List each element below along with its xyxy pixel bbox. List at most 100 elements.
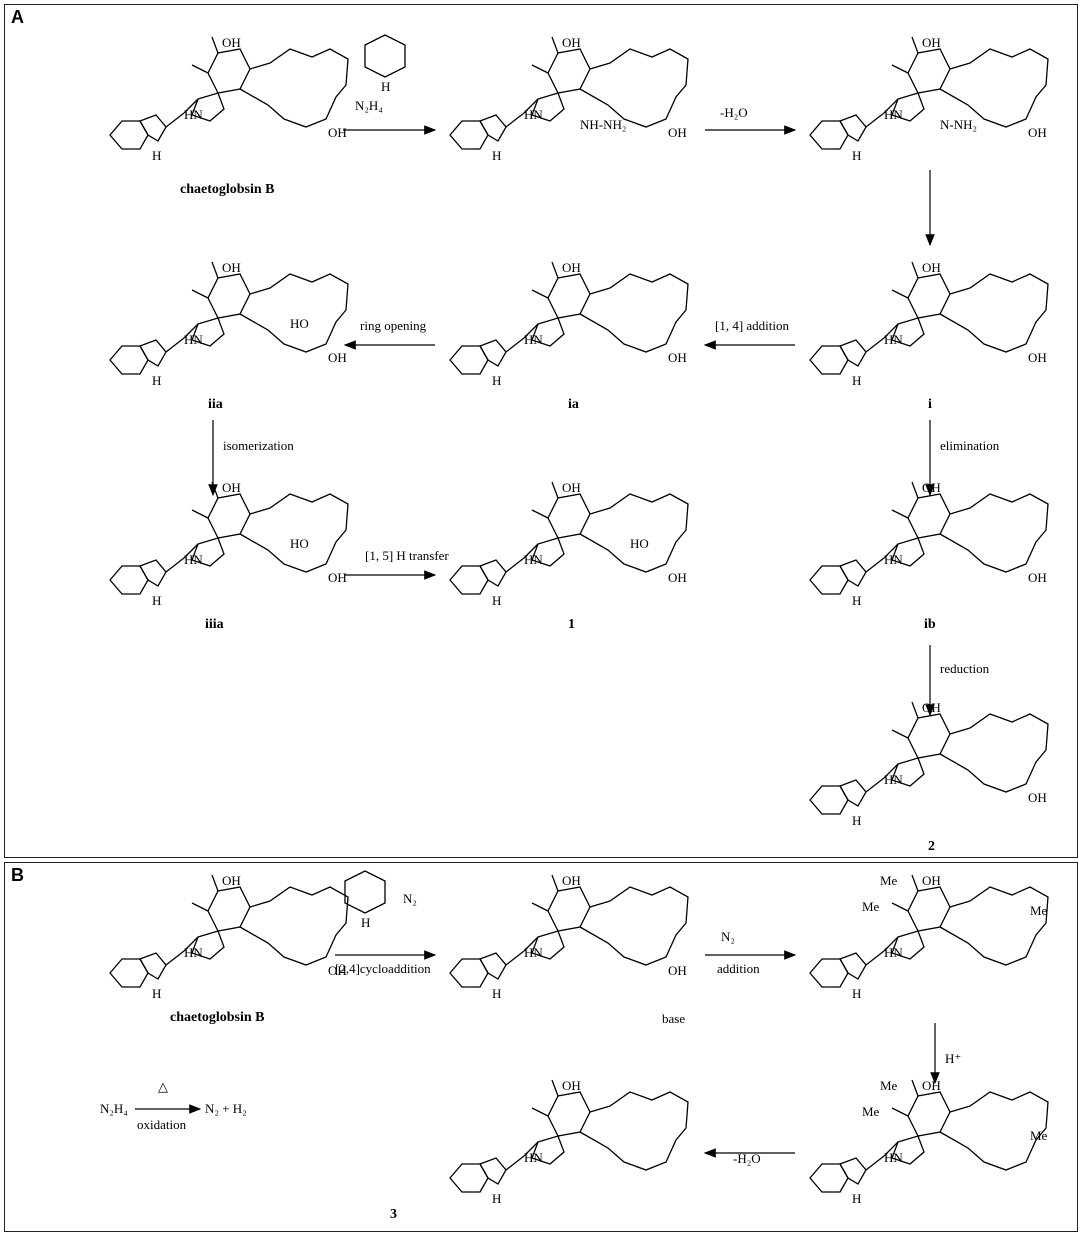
svg-text:HN: HN (524, 332, 543, 347)
svg-text:OH: OH (328, 350, 347, 365)
compound-ib: OH HN H OH ib (809, 480, 1049, 632)
svg-text:HN: HN (524, 107, 543, 122)
svg-text:OH: OH (922, 260, 941, 275)
panel-a: A (4, 4, 1078, 858)
compound-iiia: OH HN H OH HO iiia (109, 480, 349, 632)
compound-1: OH HN H OH HO 1 (449, 480, 689, 632)
cond-reduction: reduction (940, 661, 990, 676)
svg-text:HN: HN (524, 552, 543, 567)
compound-chaetoglobsin-b-b: OH HN H OH chaetoglobsin B (109, 873, 349, 1025)
svg-text:Me: Me (862, 899, 880, 914)
cond-elimination: elimination (940, 438, 1000, 453)
panel-b-label: B (11, 865, 24, 885)
svg-text:HN: HN (524, 1150, 543, 1165)
svg-text:Me: Me (1030, 903, 1048, 918)
svg-text:Me: Me (880, 1078, 898, 1093)
svg-text:OH: OH (1028, 570, 1047, 585)
svg-text:HN: HN (184, 552, 203, 567)
compound-label-ib: ib (924, 617, 936, 632)
compound-3: OH HN H 3 (390, 1078, 689, 1222)
svg-text:H: H (492, 148, 501, 163)
panel-a-scheme: OH HN H OH chaetoglobsin B H N₂H₄ OH HN … (109, 34, 1049, 854)
compound-label-3: 3 (390, 1207, 397, 1222)
svg-text:HO: HO (630, 536, 649, 551)
compound-label-iia: iia (208, 397, 223, 412)
cond-h-transfer: [1, 5] H transfer (365, 548, 449, 563)
cond-ring-opening: ring opening (360, 318, 427, 333)
svg-text:H: H (152, 373, 161, 388)
svg-text:Me: Me (1030, 1128, 1048, 1143)
compound-i: OH HN H OH i (809, 260, 1049, 412)
svg-text:HN: HN (184, 945, 203, 960)
compound-label-i: i (928, 397, 932, 412)
svg-text:HN: HN (884, 332, 903, 347)
svg-text:OH: OH (222, 260, 241, 275)
compound-2: OH HN H OH 2 (809, 700, 1049, 854)
compound-hydrazone: OH HN H OH N-NH₂ (809, 35, 1049, 163)
svg-text:Me: Me (862, 1104, 880, 1119)
reagent-n2-addition: N₂ (721, 929, 735, 944)
svg-text:OH: OH (562, 1078, 581, 1093)
svg-text:H: H (361, 915, 370, 930)
svg-text:OH: OH (328, 570, 347, 585)
compound-protonated: OH HN H Me Me Me (809, 1078, 1049, 1206)
compound-label-iiia: iiia (205, 617, 224, 632)
oxidation-label: oxidation (137, 1117, 187, 1132)
svg-text:OH: OH (562, 35, 581, 50)
svg-text:H: H (492, 593, 501, 608)
compound-name: chaetoglobsin B (180, 182, 275, 197)
hn-label: HN (184, 107, 203, 122)
compound-name-b: chaetoglobsin B (170, 1010, 265, 1025)
svg-text:H: H (852, 373, 861, 388)
reagent-n2: N₂ (403, 891, 417, 906)
svg-text:HN: HN (884, 107, 903, 122)
indole-nh-label: H (152, 148, 161, 163)
svg-text:HO: HO (290, 536, 309, 551)
svg-text:OH: OH (922, 873, 941, 888)
svg-text:H: H (492, 373, 501, 388)
svg-text:H: H (152, 593, 161, 608)
oh-label-2: OH (328, 125, 347, 140)
svg-text:H: H (492, 1191, 501, 1206)
svg-text:HN: HN (884, 945, 903, 960)
compound-label-2: 2 (928, 839, 935, 854)
compound-iia: OH HN H OH HO iia (109, 260, 349, 412)
svg-text:OH: OH (668, 125, 687, 140)
reagent-proton: H⁺ (945, 1051, 961, 1066)
cond-dehydration: -H₂O (720, 105, 748, 120)
svg-text:OH: OH (922, 35, 941, 50)
svg-text:OH: OH (668, 963, 687, 978)
svg-text:OH: OH (922, 480, 941, 495)
compound-ia: OH HN H OH ia (449, 260, 689, 412)
svg-text:OH: OH (222, 873, 241, 888)
compound-label-1: 1 (568, 617, 575, 632)
svg-text:OH: OH (668, 350, 687, 365)
panel-b-scheme: OH HN H OH chaetoglobsin B H N₂ [2,4]cyc… (100, 870, 1049, 1222)
svg-text:OH: OH (668, 570, 687, 585)
oxidation-lhs: N₂H₄ (100, 1101, 128, 1116)
svg-text:H: H (852, 593, 861, 608)
oxidation-rhs: N₂ + H₂ (205, 1101, 247, 1116)
svg-text:OH: OH (922, 700, 941, 715)
svg-text:OH: OH (1028, 350, 1047, 365)
svg-text:OH: OH (922, 1078, 941, 1093)
compound-hydrazine-adduct: OH HN H OH NH-NH₂ (449, 35, 689, 163)
nh-nh2-label: NH-NH₂ (580, 117, 626, 132)
heat-symbol: △ (158, 1079, 168, 1094)
cond-dehydration-b: -H₂O (733, 1151, 761, 1166)
svg-text:OH: OH (222, 480, 241, 495)
svg-text:H: H (852, 813, 861, 828)
svg-text:OH: OH (1028, 125, 1047, 140)
svg-text:HO: HO (290, 316, 309, 331)
cond-addition-14: [1, 4] addition (715, 318, 790, 333)
cond-addition: addition (717, 961, 760, 976)
svg-text:OH: OH (562, 260, 581, 275)
svg-text:HN: HN (184, 332, 203, 347)
svg-text:H: H (492, 986, 501, 1001)
compound-label-ia: ia (568, 397, 579, 412)
cond-cycloaddition: [2,4]cycloaddition (335, 961, 431, 976)
panel-b: B OH HN H OH chaetoglobsin (4, 862, 1078, 1232)
svg-text:OH: OH (328, 963, 347, 978)
svg-text:H: H (381, 79, 390, 94)
reagent-n2h4: N₂H₄ (355, 98, 383, 113)
